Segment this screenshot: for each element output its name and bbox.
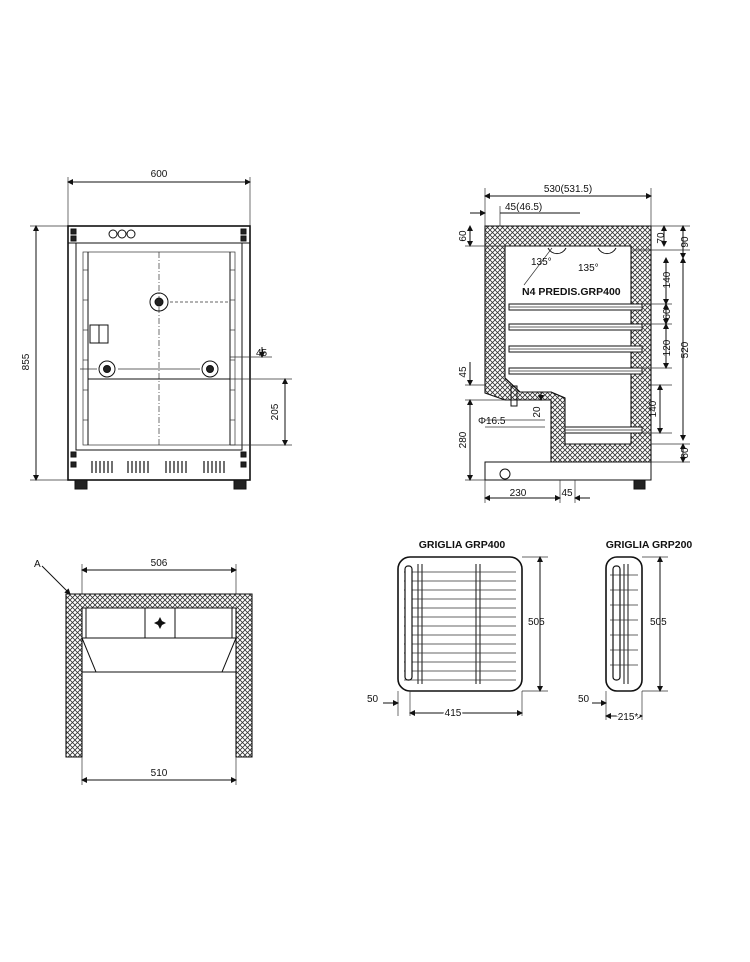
evaporator-right-icon — [201, 360, 219, 378]
side-foot — [633, 479, 646, 490]
grid200-title: GRIGLIA GRP200 — [606, 539, 693, 551]
grid400-frame — [397, 556, 523, 692]
grid-grp400: GRIGLIA GRP400 505 50 415 — [367, 539, 548, 721]
side-bottom-60-label: 60 — [680, 447, 691, 459]
side-step-20-label: 20 — [532, 406, 543, 418]
fan-icon — [149, 292, 169, 312]
side-base-230-label: 230 — [510, 488, 527, 499]
side-top-60-label: 60 — [458, 230, 469, 242]
side-section: 530(531.5) 45(46.5) 60 70 90 135° 135° N… — [458, 184, 691, 503]
compressor-compartment — [484, 461, 652, 481]
grid200-width-label: 215* — [618, 712, 639, 723]
front-foot-left — [74, 479, 88, 490]
side-base-45-label: 45 — [561, 488, 573, 499]
front-dim-45-label: 45 — [256, 348, 268, 359]
front-view: 600 855 — [21, 169, 292, 490]
side-shelves — [508, 303, 643, 434]
side-inner-520-label: 520 — [680, 341, 691, 358]
side-inset-label: 45(46.5) — [505, 202, 542, 213]
side-top-70-label: 70 — [656, 232, 667, 244]
side-lower-140-label: 140 — [648, 400, 659, 417]
top-outer-width-label: 510 — [151, 768, 168, 779]
top-section-view: 506 A 510 — [34, 558, 253, 785]
side-angle-b-label: 135° — [578, 263, 599, 274]
front-width-label: 600 — [151, 169, 168, 180]
grid200-frame — [605, 556, 643, 692]
ventilation-grille — [91, 461, 225, 473]
side-shelf-60-label: 60 — [662, 308, 673, 320]
top-insulation — [65, 593, 253, 758]
top-fan-icon — [154, 617, 166, 629]
side-drain-label: Φ16.5 — [478, 416, 506, 427]
side-left-280-label: 280 — [458, 431, 469, 448]
front-foot-right — [233, 479, 247, 490]
evaporator-left-icon — [98, 360, 116, 378]
side-left-45-label: 45 — [458, 366, 469, 378]
grid400-width-label: 415 — [445, 708, 462, 719]
grid400-height-label: 505 — [528, 617, 545, 628]
side-shelf-label: N4 PREDIS.GRP400 — [522, 286, 621, 298]
side-depth-label: 530(531.5) — [544, 184, 592, 195]
top-marker-a-label: A — [34, 559, 41, 570]
grid400-offset-label: 50 — [367, 694, 379, 705]
side-shelf-120-label: 120 — [662, 339, 673, 356]
front-height-label: 855 — [21, 353, 32, 370]
grid200-offset-label: 50 — [578, 694, 590, 705]
compressor-icon — [499, 468, 511, 480]
grid-grp200: GRIGLIA GRP200 505 50 215* — [578, 539, 693, 725]
grid400-title: GRIGLIA GRP400 — [419, 539, 506, 551]
side-angle-a-label: 135° — [531, 257, 552, 268]
thermostat-knob — [108, 229, 118, 239]
grid200-height-label: 505 — [650, 617, 667, 628]
front-dim-205-label: 205 — [270, 403, 281, 420]
corner-marks — [70, 228, 247, 468]
drain-pipe — [510, 385, 518, 407]
top-inner-width-label: 506 — [151, 558, 168, 569]
front-cabinet-outline — [67, 225, 251, 481]
side-top-90-label: 90 — [680, 236, 691, 248]
side-shelf-140-label: 140 — [662, 271, 673, 288]
